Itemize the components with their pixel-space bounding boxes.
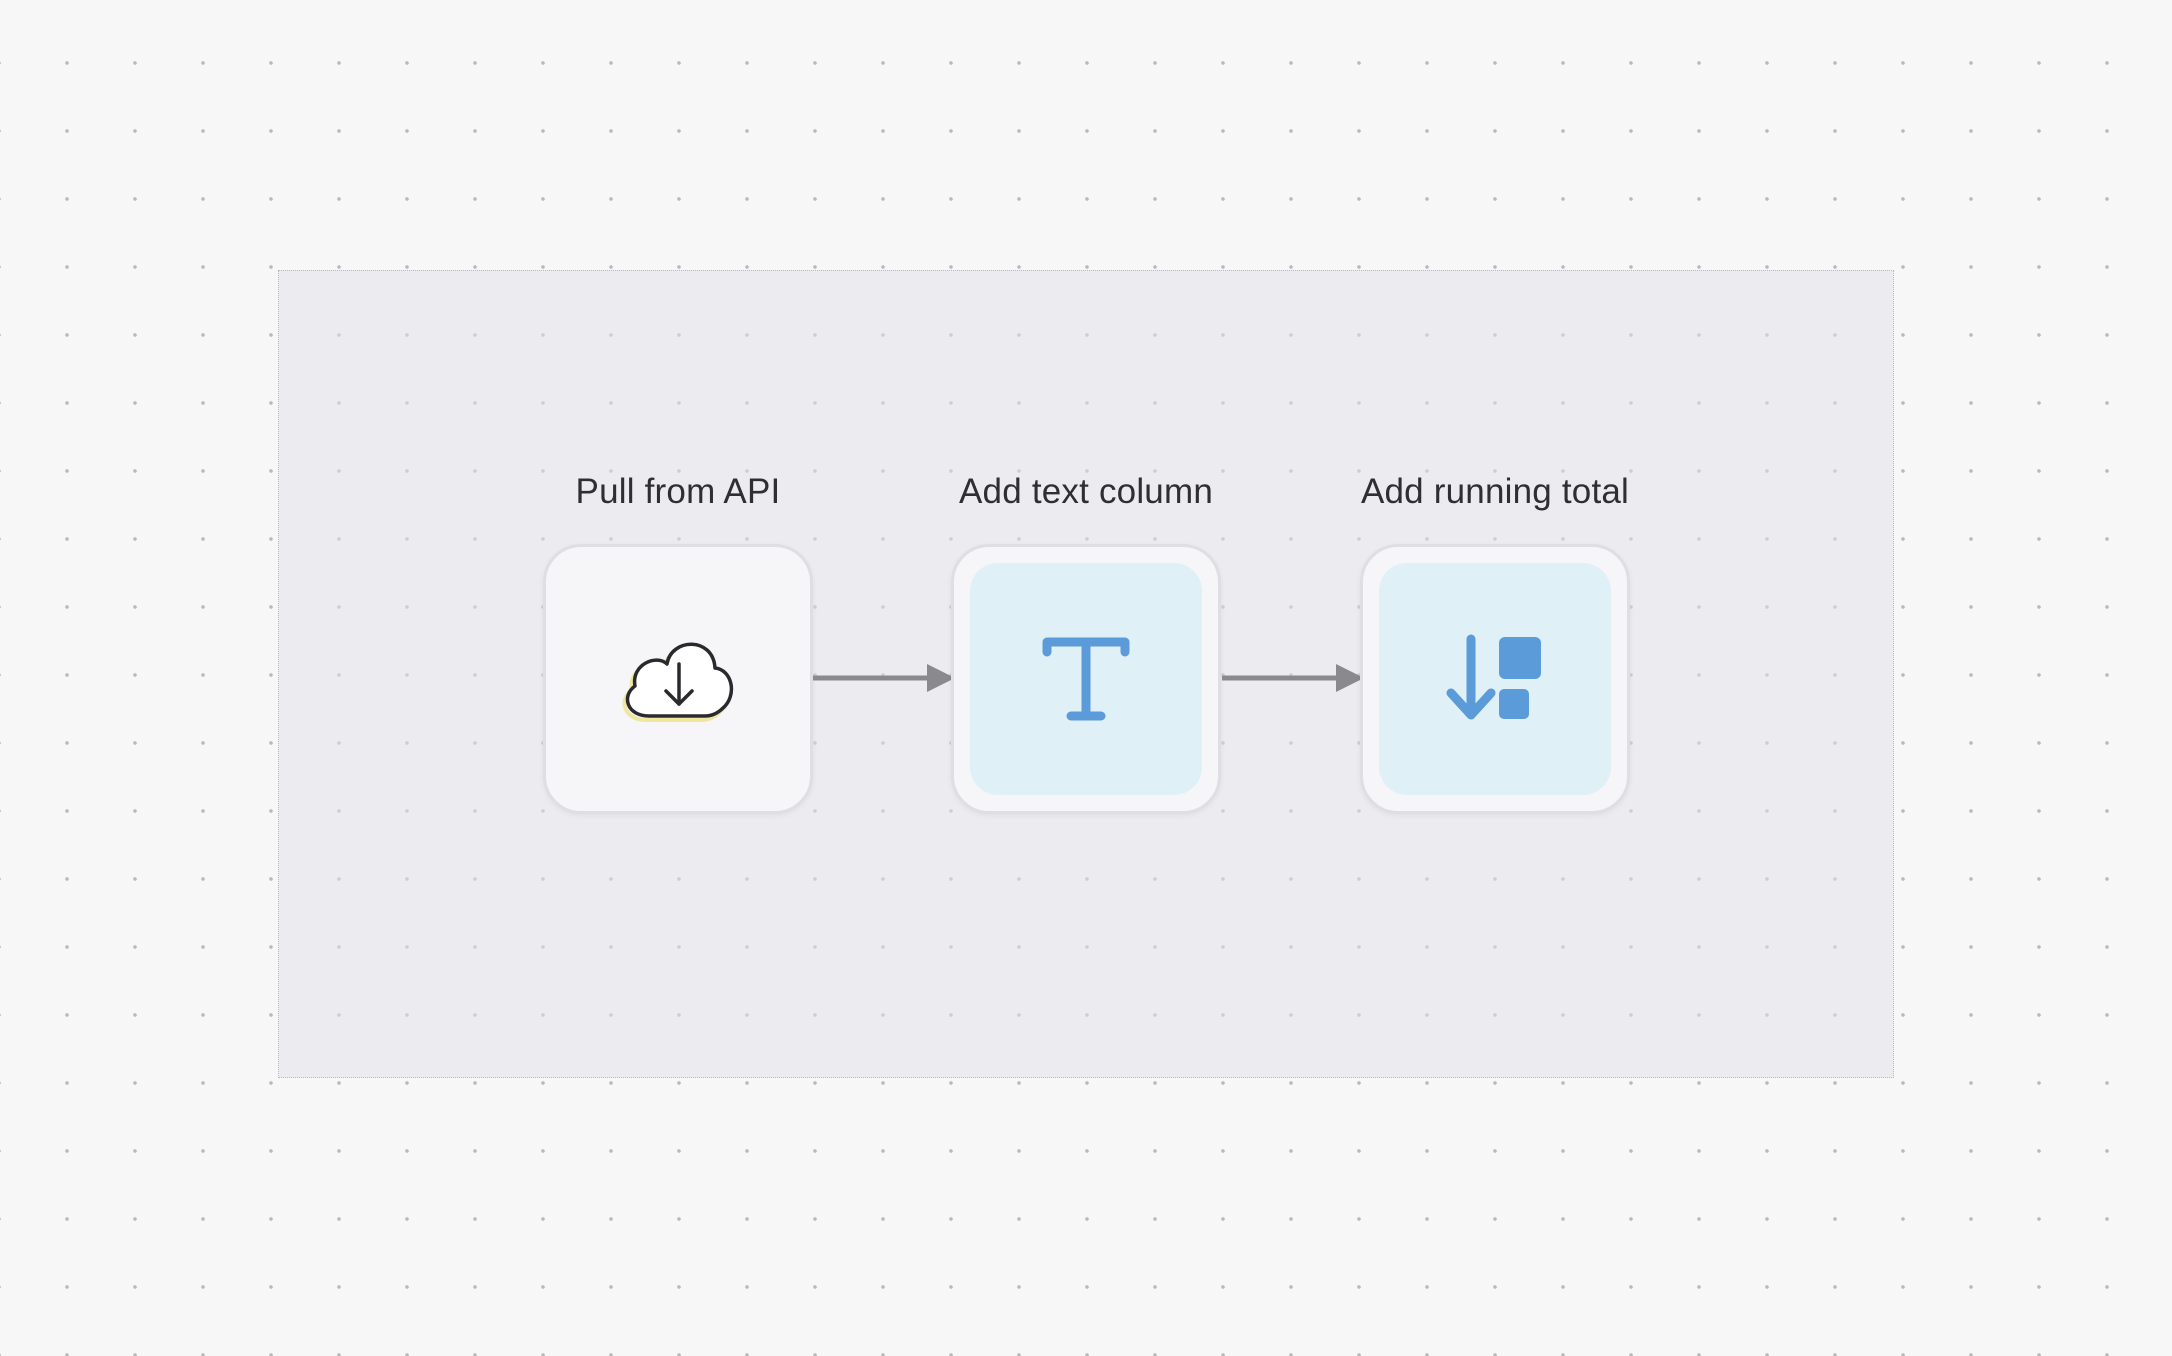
node-label-add-running-total: Add running total (1360, 472, 1630, 511)
connector-arrow-2 (1222, 663, 1364, 693)
text-type-icon (1042, 637, 1130, 721)
node-card-add-text-column[interactable] (951, 544, 1221, 814)
node-label-pull-from-api: Pull from API (575, 472, 781, 511)
node-label-add-text-column: Add text column (959, 472, 1213, 511)
cloud-download-icon (622, 642, 734, 722)
connector-arrow-1 (813, 663, 955, 693)
node-icon-tile (1379, 563, 1611, 795)
node-icon-tile (970, 563, 1202, 795)
node-card-pull-from-api[interactable] (543, 544, 813, 814)
running-total-icon (1446, 634, 1541, 720)
node-card-add-running-total[interactable] (1360, 544, 1630, 814)
